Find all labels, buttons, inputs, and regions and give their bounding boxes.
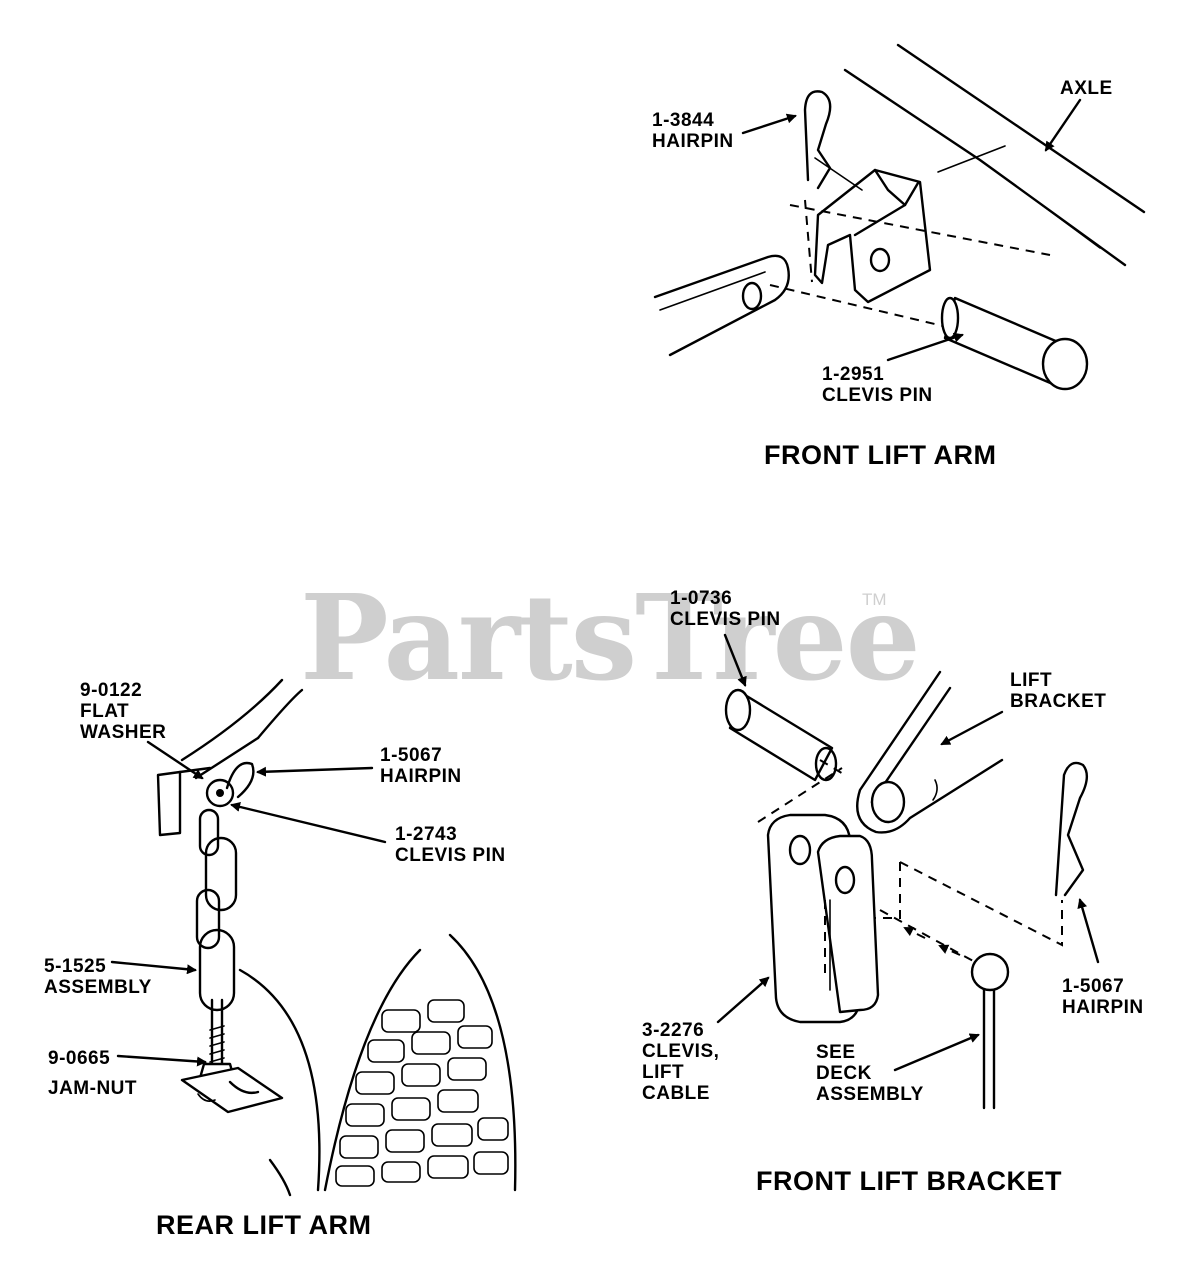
label-hairpin-1-5067-front: 1-5067 HAIRPIN xyxy=(1062,976,1144,1018)
label-clevis-pin-1-2951: 1-2951 CLEVIS PIN xyxy=(822,364,933,406)
rear-lift-arm-drawing xyxy=(110,678,517,1197)
label-see-deck-assembly: SEE DECK ASSEMBLY xyxy=(816,1042,924,1105)
label-axle: AXLE xyxy=(1060,78,1113,99)
front-lift-arm-drawing xyxy=(653,43,1146,391)
label-clevis-lift-cable-3-2276: 3-2276 CLEVIS, LIFT CABLE xyxy=(642,1020,720,1104)
label-jam-nut-9-0665: 9-0665 JAM-NUT xyxy=(48,1048,137,1099)
watermark-trademark: TM xyxy=(862,590,887,609)
label-hairpin-1-3844: 1-3844 HAIRPIN xyxy=(652,110,734,152)
watermark: PartsTree xyxy=(300,568,921,707)
front-lift-bracket-drawing xyxy=(716,633,1100,1110)
label-clevis-pin-1-2743: 1-2743 CLEVIS PIN xyxy=(395,824,506,866)
label-flat-washer-9-0122: 9-0122 FLAT WASHER xyxy=(80,680,167,743)
title-rear-lift-arm: REAR LIFT ARM xyxy=(156,1210,372,1240)
label-hairpin-1-5067-rear: 1-5067 HAIRPIN xyxy=(380,745,462,787)
title-front-lift-arm: FRONT LIFT ARM xyxy=(764,440,997,470)
title-front-lift-bracket: FRONT LIFT BRACKET xyxy=(756,1166,1062,1196)
label-assembly-5-1525: 5-1525 ASSEMBLY xyxy=(44,956,152,998)
label-clevis-pin-1-0736: 1-0736 CLEVIS PIN xyxy=(670,588,781,630)
label-lift-bracket: LIFT BRACKET xyxy=(1010,670,1107,712)
